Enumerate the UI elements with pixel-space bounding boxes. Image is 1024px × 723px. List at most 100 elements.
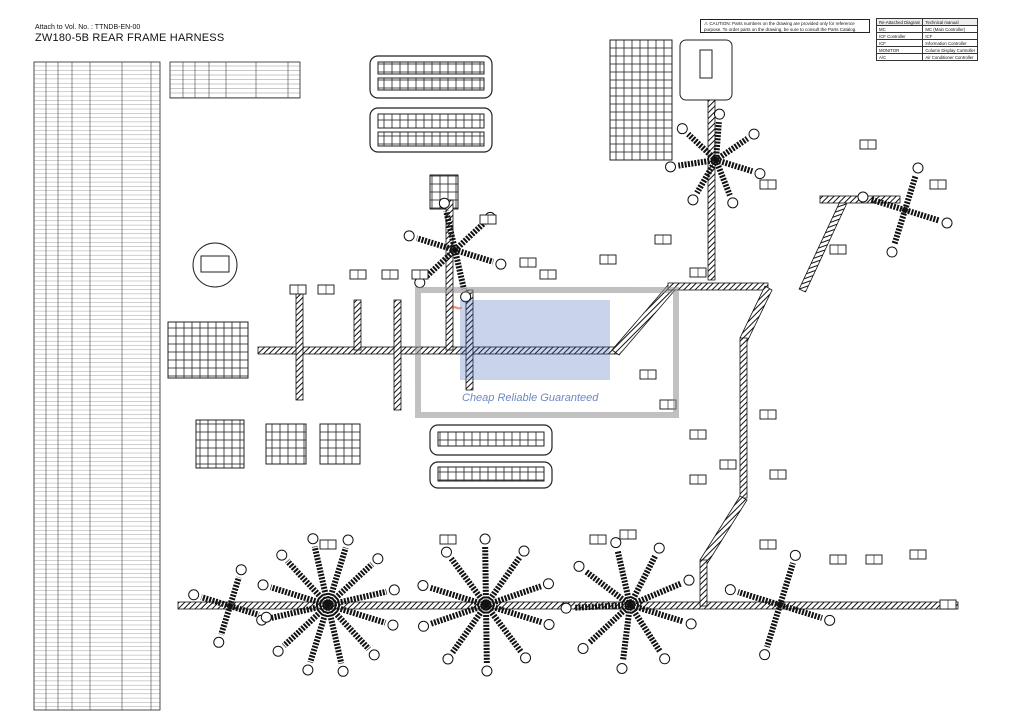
- wire-list-table: [33, 61, 161, 711]
- branch-line: [325, 562, 375, 608]
- branch-line: [737, 589, 781, 608]
- terminal-ring: [372, 553, 384, 565]
- branch-line: [694, 158, 719, 195]
- branch-line: [423, 247, 458, 280]
- terminal-ring: [260, 611, 272, 623]
- branch-line: [869, 196, 906, 213]
- branch-line: [779, 602, 823, 621]
- branch-line: [281, 602, 331, 648]
- connector-matrix: [609, 39, 733, 161]
- terminal-ring: [665, 161, 677, 173]
- branch-line: [614, 549, 633, 606]
- watermark-slogan: Cheap Reliable Guaranteed: [462, 392, 599, 404]
- svg-text:~: ~: [450, 295, 463, 320]
- branch-line: [452, 220, 487, 253]
- terminal-ring: [685, 618, 697, 630]
- terminal-ring: [518, 545, 530, 557]
- branch-line: [452, 249, 467, 290]
- connector-pin-table: [169, 61, 301, 99]
- branch-line: [715, 157, 754, 175]
- terminal-ring: [307, 533, 319, 545]
- terminal-ring: [276, 549, 288, 561]
- branch-line: [218, 605, 233, 636]
- wire-list-rows: [34, 65, 160, 707]
- terminal-ring: [418, 620, 430, 632]
- branch-line: [713, 158, 733, 197]
- branch-line: [327, 602, 387, 626]
- branch-line: [325, 546, 349, 606]
- terminal-ring: [403, 230, 415, 242]
- branch-line: [483, 604, 490, 664]
- terminal-ring: [789, 549, 801, 561]
- terminal-ring: [520, 652, 532, 664]
- terminal-ring: [495, 258, 507, 270]
- branch-line: [714, 136, 750, 163]
- branch-line: [677, 157, 717, 169]
- terminal-ring: [438, 197, 450, 209]
- branch-line: [586, 602, 633, 646]
- diagram-title: ZW180-5B REAR FRAME HARNESS: [35, 32, 225, 44]
- branch-line: [285, 558, 331, 608]
- branch-line: [229, 603, 260, 618]
- branch-line: [764, 604, 783, 648]
- terminal-ring: [616, 662, 628, 674]
- warning-triangle-icon: ⚠: [704, 21, 709, 26]
- branch-line: [583, 568, 632, 608]
- terminal-ring: [748, 128, 760, 140]
- branch-line: [268, 602, 329, 622]
- legend-row: A/C Air Conditioner Controller: [875, 53, 979, 61]
- legend-abbr: A/C: [875, 53, 924, 61]
- terminal-ring: [659, 653, 671, 665]
- terminal-ring: [235, 564, 247, 576]
- terminal-ring: [481, 665, 493, 677]
- connector-top-view: [369, 55, 493, 153]
- branch-line: [325, 602, 371, 652]
- terminal-ring: [342, 534, 354, 546]
- branch-line: [573, 602, 631, 611]
- branch-line: [200, 594, 231, 609]
- terminal-ring: [440, 546, 452, 558]
- branch-line: [620, 604, 633, 661]
- terminal-ring: [713, 108, 725, 120]
- attach-volume-label: Attach to Vol. No. : TTNDB-EN-00: [35, 24, 141, 31]
- branch-line: [482, 546, 489, 606]
- terminal-ring: [754, 168, 766, 180]
- terminal-ring: [683, 574, 695, 586]
- branch-line: [777, 562, 796, 606]
- terminal-ring: [388, 584, 400, 596]
- terminal-ring: [257, 579, 269, 591]
- terminal-ring: [213, 636, 225, 648]
- caution-text: CAUTION: Parts numbers on the drawing ar…: [704, 21, 857, 32]
- branch-line: [311, 545, 331, 606]
- terminal-ring: [577, 642, 589, 654]
- terminal-ring: [941, 217, 953, 229]
- terminal-ring: [724, 584, 736, 596]
- terminal-ring: [479, 533, 491, 545]
- branch-line: [307, 604, 331, 664]
- terminal-ring: [857, 191, 869, 203]
- branch-line: [415, 235, 456, 253]
- connector-symbols: [289, 139, 957, 610]
- branch-line: [269, 584, 329, 608]
- legend-desc: Air Conditioner Controller: [922, 53, 979, 61]
- terminal-ring: [687, 194, 699, 206]
- watermark-logo: ~: [415, 287, 679, 418]
- terminal-ring: [417, 579, 429, 591]
- branch-line: [891, 209, 908, 246]
- connector-bottom-view: [429, 424, 553, 489]
- terminal-ring: [676, 123, 688, 135]
- terminal-ring: [542, 578, 554, 590]
- abbreviation-legend: Re-Attached Diagram Technical manual MC …: [875, 18, 979, 61]
- terminal-ring: [759, 649, 771, 661]
- terminal-ring: [610, 537, 622, 549]
- terminal-ring: [368, 649, 380, 661]
- branch-line: [628, 580, 683, 608]
- branch-line: [627, 553, 659, 607]
- caution-note: ⚠ CAUTION: Parts numbers on the drawing …: [700, 19, 870, 33]
- terminal-ring: [188, 589, 200, 601]
- terminal-ring: [543, 619, 555, 631]
- branch-line: [325, 604, 345, 665]
- branch-line: [713, 121, 722, 161]
- branch-line: [686, 131, 719, 163]
